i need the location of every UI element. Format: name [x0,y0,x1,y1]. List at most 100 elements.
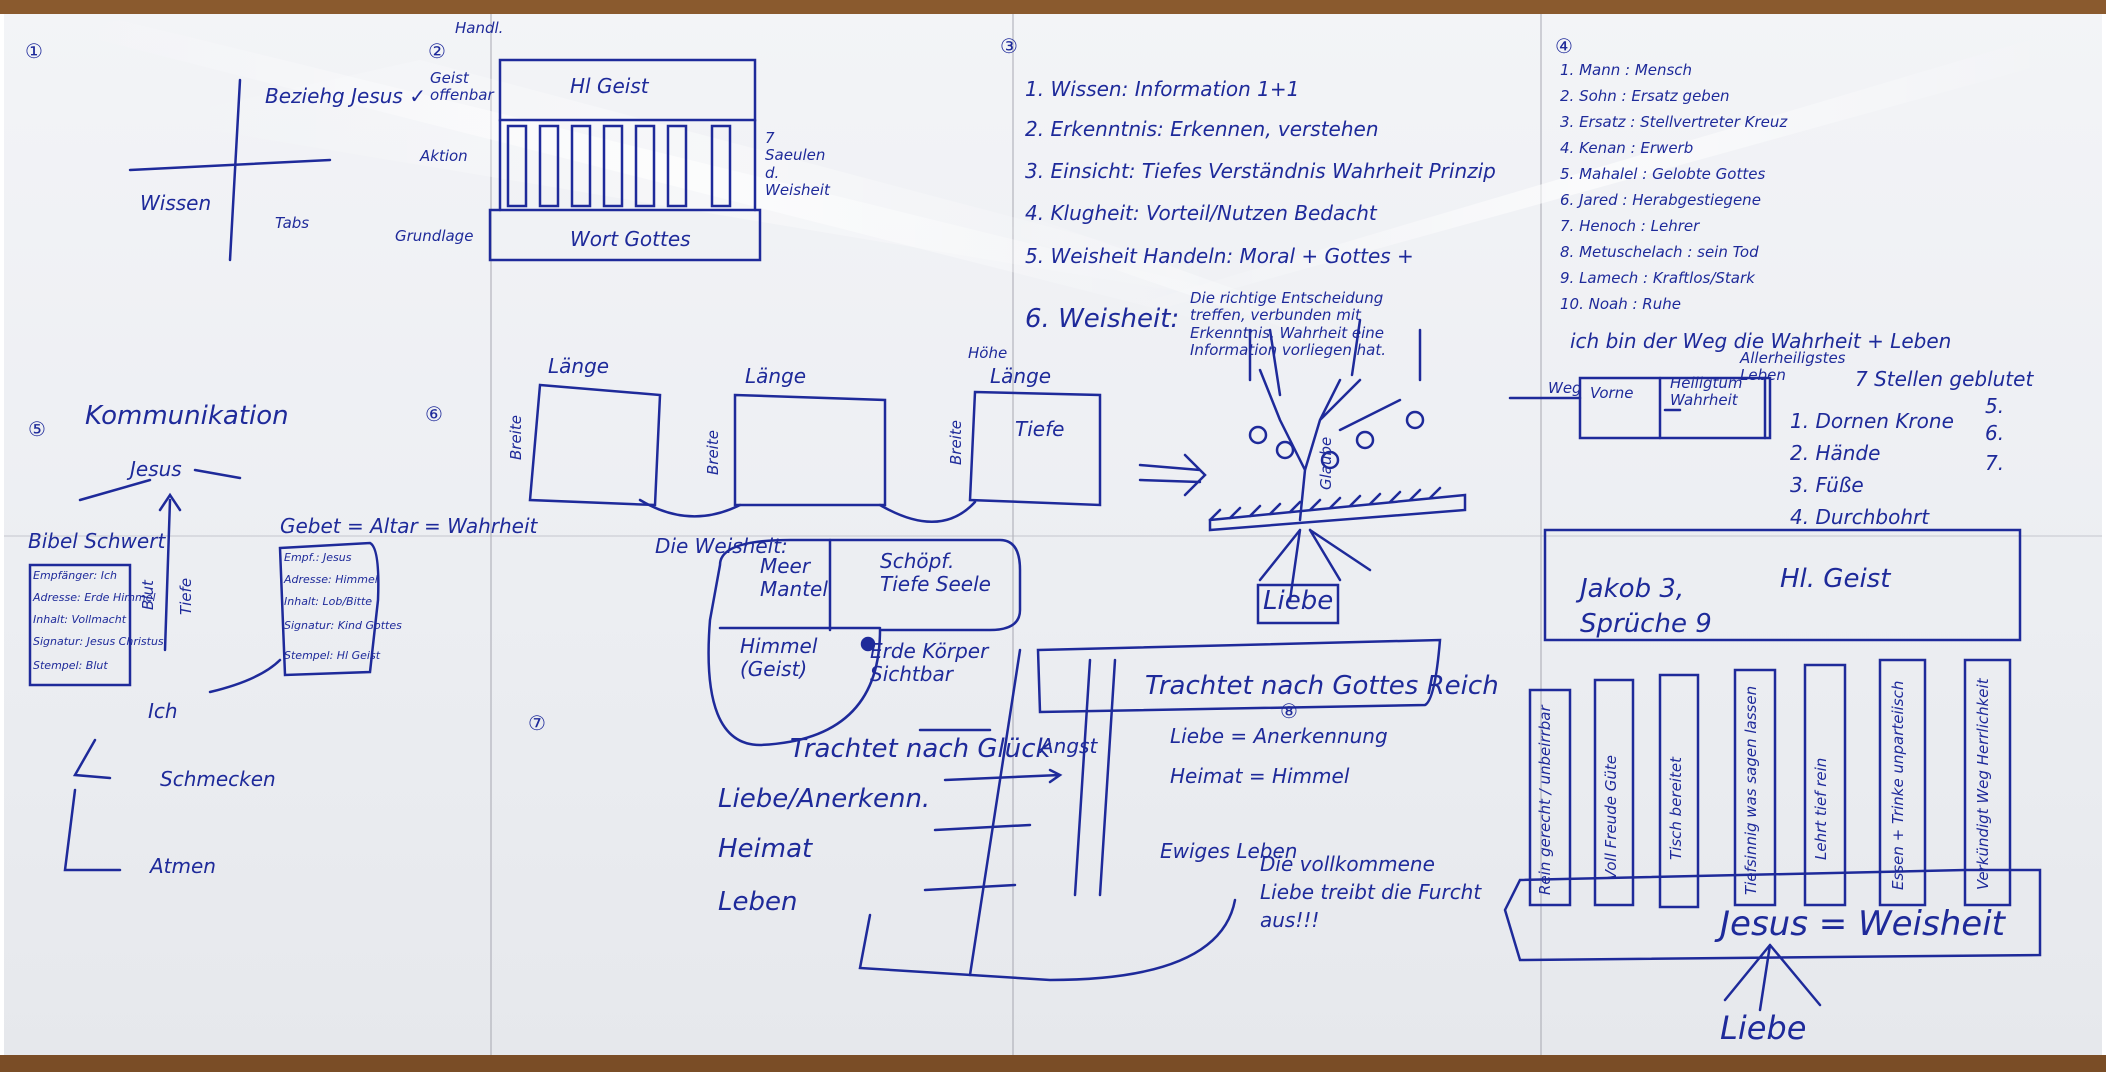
sheet-seam [1012,14,1014,1055]
stellen-item: 4. Durchbohrt [1790,505,1930,529]
erkenntnis-item: 4. Klugheit: Vorteil/Nutzen Bedacht [1025,201,1377,225]
gebet-box-line: Inhalt: Lob/Bitte [284,595,373,608]
stellen-item: 2. Hände [1790,441,1881,465]
erkenntnis-item: 1. Wissen: Information 1+1 [1025,77,1300,101]
tree-liebe: Liebe [1263,586,1334,616]
jesus-label: Jesus [130,457,182,481]
gebet-label: Gebet = Altar = Wahrheit [280,514,538,538]
laenge-label: Länge [745,364,807,388]
weisheit-label: Die Weisheit: [655,534,788,558]
schmecken-label: Schmecken [160,767,276,791]
breite-label: Breite [704,430,722,475]
section-number: ④ [1555,34,1573,58]
himmel-label: Himmel (Geist) [740,634,818,681]
pillar-label: Tisch bereitet [1667,757,1685,860]
angst-label: Angst [1040,734,1098,758]
tree-glaube: Glaube [1317,436,1335,490]
name-meaning: 6. Jared : Herabgestiegene [1560,191,1761,209]
heimat-himmel: Heimat = Himmel [1170,764,1350,788]
pillar-label: Voll Freude Güte [1602,755,1620,880]
name-meaning: 9. Lamech : Kraftlos/Stark [1560,269,1755,287]
gebet-box-line: Stempel: Hl Geist [284,649,381,662]
weg-wahrheit-leben: ich bin der Weg die Wahrheit + Leben [1570,329,1952,353]
liebe-anerkennung: Liebe = Anerkennung [1170,724,1388,748]
stellen-item: 3. Füße [1790,473,1864,497]
pillar-label: Verkündigt Weg Herrlichkeit [1974,678,1992,890]
bibel-label: Bibel Schwert [28,529,166,553]
section-number: ⑧ [1280,699,1298,723]
saeulen-label: 7 Saeulen d. Weisheit [765,129,830,199]
ewiges-leben: Ewiges Leben [1160,839,1298,863]
blut-label: Blut [139,580,157,610]
bibel-box-line: Signatur: Jesus Christus [33,635,164,648]
stellen-item: 5. [1985,394,2005,418]
hl-geist-label: Hl Geist [570,74,649,98]
name-meaning: 3. Ersatz : Stellvertreter Kreuz [1560,113,1788,131]
breite-label: Breite [507,415,525,460]
kommunikation-title: Kommunikation [85,401,289,431]
section-number: ② [428,39,446,63]
spruch-label: Sprüche 9 [1580,609,1712,639]
weisheit-notes: Die richtige Entscheidung treffen, verbu… [1190,289,1387,359]
hl-geist-label: Hl. Geist [1780,564,1891,594]
atmen-label: Atmen [150,854,216,878]
temple-liebe: Liebe [1720,1009,1807,1047]
erkenntnis-item: 5. Weisheit Handeln: Moral + Gottes + [1025,244,1414,268]
gebet-box-line: Signatur: Kind Gottes [284,619,402,632]
erde-label: Erde Körper Sichtbar [870,639,989,686]
wissen-label: Wissen [140,191,212,215]
stellen-item: 6. [1985,421,2005,445]
weg-box-label: Heiligtum Wahrheit [1670,374,1743,410]
name-meaning: 10. Noah : Ruhe [1560,295,1681,313]
pillar-label: Essen + Trinke unparteiisch [1889,680,1907,890]
sheet-seam [490,14,492,1055]
gebet-box-line: Adresse: Himmel [284,573,378,586]
meer-label: Meer Mantel [760,554,828,601]
hoehe-label: Höhe [968,344,1008,362]
vollkommene-liebe: Die vollkommene Liebe treibt die Furcht … [1260,852,1482,932]
jesus-weisheit: Jesus = Weisheit [1720,904,2005,944]
schoepf-label: Schöpf. Tiefe Seele [880,549,991,596]
glueck-item: Liebe/Anerkenn. [718,784,931,814]
gebet-box-line: Empf.: Jesus [284,551,352,564]
section-number: ① [25,39,43,63]
wooden-frame-bottom [0,1055,2106,1072]
name-meaning: 7. Henoch : Lehrer [1560,217,1700,235]
breite-label: Breite [947,420,965,465]
bibel-box-line: Inhalt: Vollmacht [33,613,127,626]
wooden-frame-top [0,0,2106,14]
laenge-label: Länge [548,354,610,378]
wort-gottes-label: Wort Gottes [570,227,691,251]
name-meaning: 1. Mann : Mensch [1560,61,1693,79]
stellen-item: 1. Dornen Krone [1790,409,1954,433]
bibel-box-line: Empfänger: Ich [33,569,117,582]
grundlage-label: Grundlage [395,227,474,245]
aktion-label: Aktion [420,147,468,165]
trachtet-gott-title: Trachtet nach Gottes Reich [1145,671,1499,701]
handeln-label: Handl. [455,19,504,37]
ich-label: Ich [148,699,178,723]
laenge-label: Länge [990,364,1052,388]
sheet-seam-horizontal [4,535,2102,537]
tiefe-label: Tiefe [177,577,195,615]
section-number: ⑥ [425,402,443,426]
stellen-item: 7. [1985,451,2005,475]
tiefe-label: Tiefe [1015,417,1065,441]
weg-box-label: Vorne [1590,384,1634,402]
section-number: ⑦ [528,711,546,735]
glueck-item: Heimat [718,834,813,864]
bibel-box-line: Stempel: Blut [33,659,108,672]
jakob-label: Jakob 3, [1580,574,1685,604]
stellen-title: 7 Stellen geblutet [1855,367,2034,391]
glueck-item: Leben [718,887,798,917]
name-meaning: 4. Kenan : Erwerb [1560,139,1694,157]
pillar-label: Lehrt tief rein [1812,757,1830,860]
bibel-box-line: Adresse: Erde Himmel [33,591,156,604]
erkenntnis-item: 6. Weisheit: [1025,304,1180,334]
weg-box-label: Allerheiligstes Leben [1740,349,1846,385]
beziehung-label: Beziehg Jesus ✓ [265,84,426,108]
tabs-label: Tabs [275,214,310,232]
section-number: ⑤ [28,417,46,441]
pillar-label: Rein gerecht / unbeirrbar [1536,705,1554,895]
